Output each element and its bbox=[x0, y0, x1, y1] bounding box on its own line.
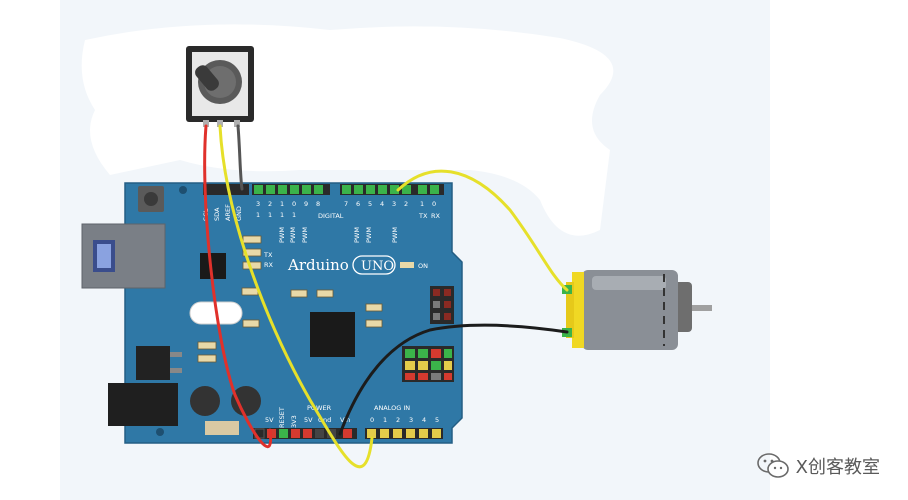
svg-text:4: 4 bbox=[422, 416, 426, 424]
svg-text:PWM: PWM bbox=[301, 227, 309, 243]
pin-status-block bbox=[402, 346, 454, 382]
svg-text:PWM: PWM bbox=[289, 227, 297, 243]
svg-text:3: 3 bbox=[409, 416, 413, 424]
wire-yellow bbox=[218, 124, 374, 469]
potentiometer-leg bbox=[234, 120, 240, 127]
on-led bbox=[400, 262, 414, 268]
pin-number: 7 bbox=[344, 200, 348, 208]
pin-number: 6 bbox=[356, 200, 360, 208]
svg-text:RESET: RESET bbox=[278, 407, 286, 428]
potentiometer-leg bbox=[203, 120, 209, 127]
svg-text:2: 2 bbox=[396, 416, 400, 424]
rx-label: RX bbox=[431, 212, 441, 220]
brand-label: Arduino bbox=[287, 256, 349, 274]
header-analog bbox=[365, 428, 443, 439]
pin-label: AREF bbox=[224, 204, 232, 221]
motor-can-highlight bbox=[592, 276, 666, 290]
svg-text:0: 0 bbox=[370, 416, 374, 424]
wechat-icon bbox=[756, 453, 789, 478]
svg-text:Gnd: Gnd bbox=[318, 416, 331, 424]
pin-number: 2 bbox=[404, 200, 408, 208]
led-tx-label: TX bbox=[263, 251, 273, 259]
regulator-tab bbox=[170, 368, 182, 373]
wire-ground bbox=[236, 124, 244, 191]
motor-terminal-plate bbox=[566, 282, 574, 338]
pin-label: GND bbox=[235, 206, 243, 221]
analog-pin-labels: 0 1 2 3 4 5 bbox=[370, 416, 439, 424]
led-rx-label: RX bbox=[264, 261, 274, 269]
mount-hole bbox=[156, 428, 164, 436]
pin-number-sub: 1 bbox=[268, 211, 272, 219]
on-label: ON bbox=[418, 262, 428, 270]
motor-shaft bbox=[690, 305, 712, 311]
svg-text:3V3: 3V3 bbox=[290, 415, 298, 428]
mount-hole bbox=[179, 186, 187, 194]
pwm-labels: PWM PWM PWM PWM PWM PWM bbox=[278, 227, 399, 243]
potentiometer[interactable] bbox=[186, 46, 254, 127]
svg-text:PWM: PWM bbox=[278, 227, 286, 243]
pin-number: 0 bbox=[432, 200, 436, 208]
capacitor bbox=[190, 386, 220, 416]
wire-red bbox=[203, 124, 273, 448]
icsp-header bbox=[430, 286, 454, 324]
uno-badge bbox=[352, 255, 396, 275]
svg-text:PWM: PWM bbox=[391, 227, 399, 243]
pin-number-sub: 1 bbox=[256, 211, 260, 219]
pin-number: 3 bbox=[392, 200, 396, 208]
analog-label: ANALOG IN bbox=[374, 404, 410, 412]
digital-numbers-left: 3 2 1 0 9 8 1 1 1 1 bbox=[256, 200, 320, 219]
model-label: UNO bbox=[361, 259, 394, 274]
svg-text:5: 5 bbox=[435, 416, 439, 424]
pin-number: 1 bbox=[280, 200, 284, 208]
pin-number-sub: 1 bbox=[292, 211, 296, 219]
potentiometer-shaft bbox=[195, 65, 219, 91]
pin-label: SDA bbox=[213, 207, 221, 221]
digital-label: DIGITAL bbox=[318, 212, 344, 220]
pin-number: 2 bbox=[268, 200, 272, 208]
svg-text:1: 1 bbox=[383, 416, 387, 424]
digital-pins-right bbox=[342, 185, 439, 194]
svg-text:PWM: PWM bbox=[353, 227, 361, 243]
wire-black-motor bbox=[338, 323, 569, 436]
pin-number: 1 bbox=[420, 200, 424, 208]
smd-components bbox=[197, 235, 383, 363]
pin-number-sub: 1 bbox=[280, 211, 284, 219]
digital-pins-left bbox=[254, 185, 323, 194]
wires bbox=[203, 124, 569, 469]
pin-number: 0 bbox=[292, 200, 296, 208]
power-jack bbox=[108, 383, 178, 426]
usb-connector bbox=[81, 223, 166, 289]
microcontroller bbox=[310, 312, 355, 357]
analog-pins bbox=[367, 429, 441, 438]
power-label: POWER bbox=[307, 404, 332, 412]
potentiometer-leg bbox=[217, 120, 223, 127]
arduino-board: SCL SDA AREF GND 3 2 1 0 9 8 1 1 1 1 DIG… bbox=[81, 182, 463, 444]
reset-button-cap bbox=[144, 192, 158, 206]
pin-number: 4 bbox=[380, 200, 384, 208]
pin-number: 8 bbox=[316, 200, 320, 208]
tx-label: TX bbox=[418, 212, 428, 220]
regulator-tab bbox=[170, 352, 182, 357]
watermark: X创客教室 bbox=[756, 452, 880, 480]
svg-text:5V: 5V bbox=[265, 416, 274, 424]
svg-text:PWM: PWM bbox=[365, 227, 373, 243]
pin-number: 5 bbox=[368, 200, 372, 208]
motor-terminal-plate bbox=[572, 272, 584, 348]
digital-numbers-right: 7 6 5 4 3 2 1 0 TX RX bbox=[344, 200, 441, 220]
header-top-left bbox=[203, 184, 249, 195]
fuse bbox=[205, 421, 239, 435]
watermark-text: X创客教室 bbox=[795, 457, 880, 478]
pin-number: 9 bbox=[304, 200, 308, 208]
svg-text:5V: 5V bbox=[304, 416, 313, 424]
pin-number: 3 bbox=[256, 200, 260, 208]
dc-motor[interactable] bbox=[562, 270, 712, 350]
voltage-regulator bbox=[136, 346, 170, 380]
usb-port-inner bbox=[97, 244, 111, 268]
wire-yellow-motor bbox=[396, 169, 569, 292]
capacitor bbox=[231, 386, 261, 416]
